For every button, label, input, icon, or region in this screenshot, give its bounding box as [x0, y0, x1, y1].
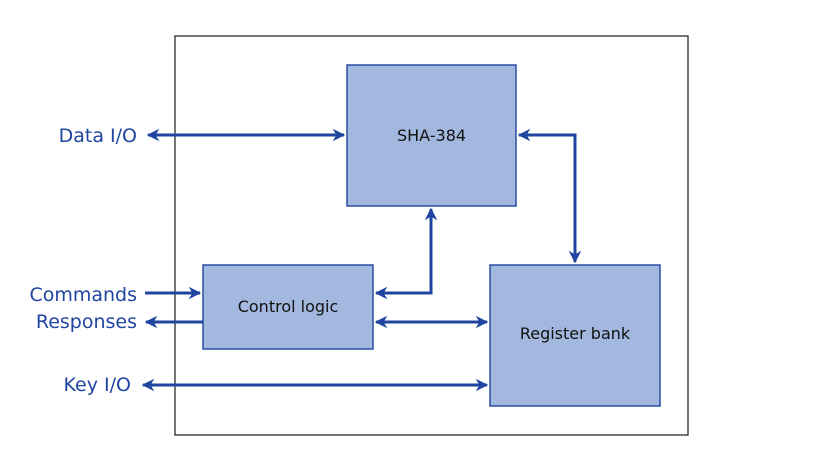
sha384-label: SHA-384 [397, 126, 466, 145]
commands-label: Commands [29, 284, 137, 306]
register-bank-label: Register bank [520, 324, 631, 343]
system-boundary [174, 35, 689, 436]
sha384-block [346, 64, 517, 207]
key-io-label: Key I/O [64, 374, 131, 396]
control-sha-wire [374, 207, 438, 300]
control-logic-block [202, 264, 374, 350]
control-logic-label: Control logic [238, 297, 339, 316]
responses-label: Responses [36, 311, 137, 333]
data-io-label: Data I/O [59, 125, 137, 147]
sha-register-wire [517, 128, 582, 264]
register-bank-block [489, 264, 661, 407]
